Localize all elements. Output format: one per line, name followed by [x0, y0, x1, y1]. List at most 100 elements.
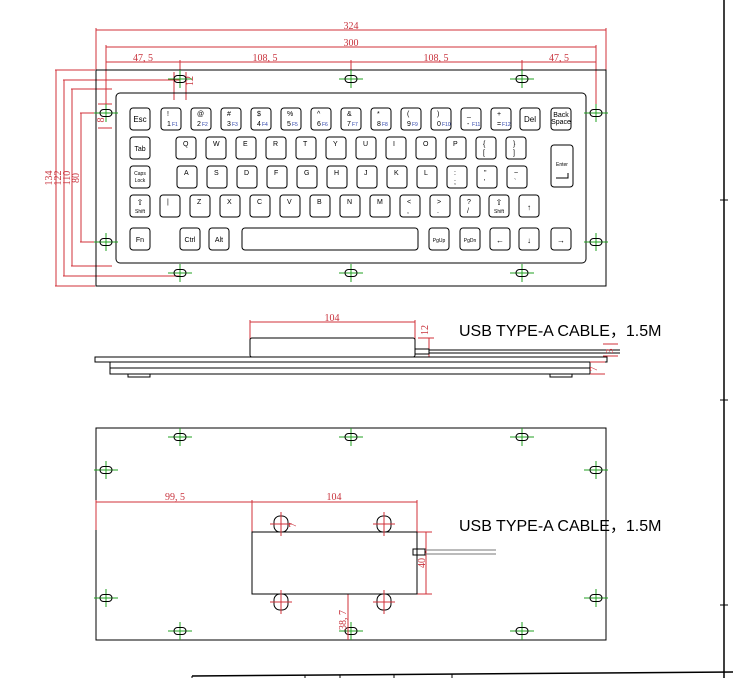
key-label: D — [244, 170, 249, 177]
key-11: "' — [476, 165, 498, 189]
dim-height-110: 110 — [62, 171, 73, 186]
front-view: 324 300 47, 5 108, 5 108, 5 47, 5 12 134… — [44, 21, 608, 287]
key-2: W — [205, 136, 227, 160]
key-label: C — [257, 199, 262, 206]
key-label-fn: F2 — [202, 122, 208, 128]
key-label: I — [393, 141, 395, 148]
mounting-hole — [168, 622, 192, 640]
mounting-hole — [510, 264, 534, 282]
key-label-main: 9 — [407, 121, 411, 128]
key-pgdn — [459, 227, 481, 251]
key-9: L — [416, 165, 438, 189]
rear-mounting-holes — [94, 428, 608, 640]
key-label-main: 6 — [317, 121, 321, 128]
arrow-down-icon: ↓ — [527, 236, 531, 245]
key-label-fn: F12 — [502, 122, 511, 128]
key-label-main: ` — [514, 179, 516, 186]
key-label-main: . — [437, 208, 439, 215]
side-bezel-plate — [94, 356, 608, 363]
key-label: F — [274, 170, 278, 177]
key-label: P — [453, 141, 458, 148]
key-5: G — [296, 165, 318, 189]
dim-seg-mid1: 108, 5 — [253, 53, 278, 64]
key-label-top: $ — [257, 111, 261, 118]
key-4: F — [266, 165, 288, 189]
key-label: K — [394, 170, 399, 177]
dim-side-box-height: 12 — [420, 325, 431, 335]
key-label: Esc — [133, 115, 146, 124]
rear-controller-box — [251, 531, 418, 595]
side-controller-box — [249, 337, 416, 358]
dim-rear-bottom: 38, 7 — [338, 610, 349, 630]
key-label-top: # — [227, 111, 231, 118]
key-label: Alt — [215, 237, 223, 244]
key-fn — [129, 227, 151, 251]
key-pgup — [428, 227, 450, 251]
key-label: A — [184, 170, 189, 177]
key-7: U — [355, 136, 377, 160]
key-label: J — [364, 170, 368, 177]
key-label: X — [227, 199, 232, 206]
key-label-top: % — [287, 111, 293, 118]
key-label-main: - — [467, 121, 470, 128]
key-arrow-up — [518, 194, 540, 218]
key-label-main: 2 — [197, 121, 201, 128]
key-label-main: 0 — [437, 121, 441, 128]
key-: +=F12 — [490, 107, 512, 131]
key-8: M — [369, 194, 391, 218]
mounting-hole — [339, 264, 363, 282]
key-arrow-left — [489, 227, 511, 251]
key-label-main: ' — [484, 179, 485, 186]
mounting-hole — [339, 428, 363, 446]
key-8: I — [385, 136, 407, 160]
mounting-hole — [510, 622, 534, 640]
mounting-hole — [168, 264, 192, 282]
key-label-top: ( — [407, 111, 410, 118]
key-label-top: Back — [553, 112, 569, 119]
key-6: H — [326, 165, 348, 189]
front-bezel — [95, 69, 607, 287]
dim-side-7: 7 — [589, 367, 600, 372]
key-2: Z — [189, 194, 211, 218]
key-11: {[ — [475, 136, 497, 160]
key-label-top: ? — [467, 199, 471, 206]
key-label: E — [243, 141, 248, 148]
key-10: >. — [429, 194, 451, 218]
key-2: S — [206, 165, 228, 189]
key-label-top: ^ — [317, 111, 321, 118]
key-10: P — [445, 136, 467, 160]
key-ctrl — [179, 227, 201, 251]
mounting-hole — [510, 428, 534, 446]
key-label-main: , — [407, 208, 409, 215]
arrow-up-icon: ↑ — [527, 203, 531, 212]
key-label: L — [424, 170, 428, 177]
key-label-main: 4 — [257, 121, 261, 128]
key-label-main: / — [467, 208, 469, 215]
key-1: Q — [175, 136, 197, 160]
front-mounting-holes — [94, 70, 608, 282]
key-label-fn: F9 — [412, 122, 418, 128]
key-4: C — [249, 194, 271, 218]
front-keypad-area — [115, 92, 587, 264]
key-label-fn: F4 — [262, 122, 268, 128]
key-label: Z — [197, 199, 202, 206]
dim-small-8: 8 — [96, 118, 107, 123]
key-1: A — [176, 165, 198, 189]
key-label-fn: F3 — [232, 122, 238, 128]
key-space — [241, 227, 419, 251]
key-label-main: Space — [551, 119, 571, 126]
key-label-fn: F6 — [322, 122, 328, 128]
key-label-main: [ — [483, 150, 485, 157]
key-label: G — [304, 170, 309, 177]
key-label-top: " — [484, 170, 487, 177]
arrow-right-icon: → — [557, 236, 565, 245]
title-block — [191, 671, 733, 678]
key-label-fn: F10 — [442, 122, 451, 128]
key-label-top: < — [407, 199, 411, 206]
